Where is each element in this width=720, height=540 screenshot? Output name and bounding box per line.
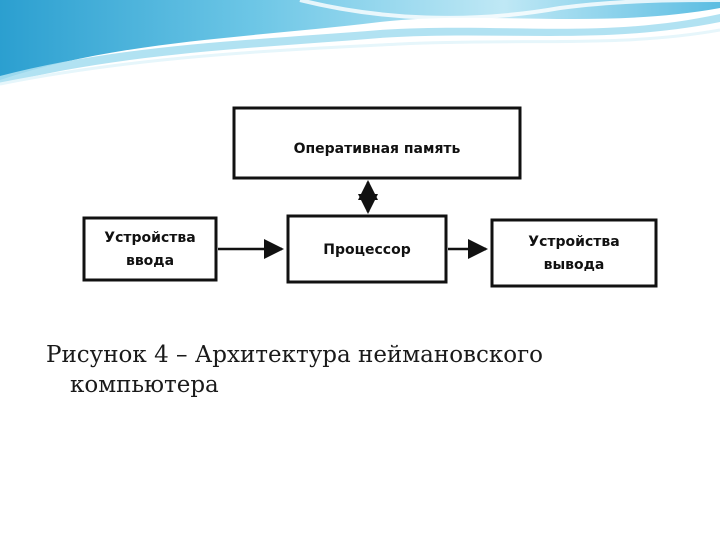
input-devices-box: Устройства ввода — [82, 216, 218, 282]
output-label-line2: вывода — [544, 257, 605, 273]
caption-line1: Рисунок 4 – Архитектура неймановского — [46, 342, 543, 368]
memory-box: Оперативная память — [232, 106, 522, 180]
output-label-line1: Устройства — [528, 234, 619, 250]
output-devices-box: Устройства вывода — [490, 218, 658, 288]
von-neumann-diagram: Оперативная память Устройства ввода Проц… — [82, 106, 658, 288]
memory-label: Оперативная память — [294, 141, 461, 157]
processor-box: Процессор — [286, 214, 448, 284]
caption-line2: компьютера — [70, 372, 219, 398]
input-label-line1: Устройства — [104, 230, 195, 246]
figure-caption: Рисунок 4 – Архитектура неймановского ко… — [46, 340, 666, 400]
header-wave-decoration — [0, 0, 720, 86]
input-label-line2: ввода — [126, 253, 174, 269]
processor-label: Процессор — [323, 242, 410, 258]
